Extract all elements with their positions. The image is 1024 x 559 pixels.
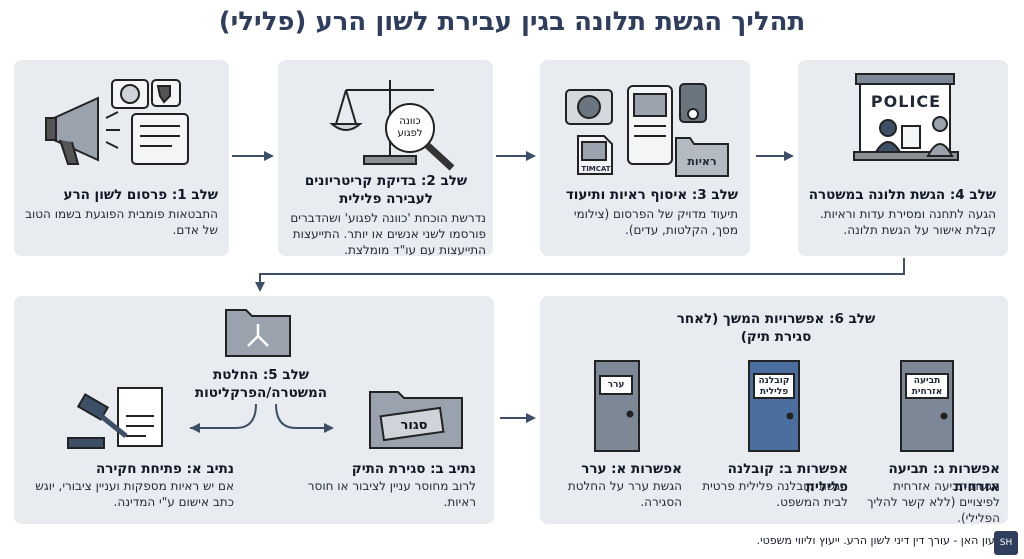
door-appeal-icon — [594, 360, 640, 452]
evidence-icon — [565, 83, 729, 177]
option-a-title: אפשרות א: ערר — [581, 461, 682, 477]
evidence-folder-label: ראיות — [687, 155, 717, 168]
path-a-description: אם יש ראיות מספקות ועניין ציבורי, יוגש כ… — [35, 479, 234, 509]
step-3-description: תיעוד מדויק של הפרסום (צילומי מסך, הקלטו… — [573, 207, 738, 237]
logo: SH — [994, 531, 1018, 555]
step-4-title: שלב 4: הגשת תלונה במשטרה — [808, 187, 996, 203]
door-civil-icon — [900, 360, 954, 452]
step-2-description: נדרשת הוכחת 'כוונה לפגוע' ושהדברים פורסמ… — [290, 211, 486, 257]
police-sign: POLICE — [870, 92, 942, 111]
path-b-title: נתיב ב: סגירת התיק — [351, 461, 476, 477]
step-4-description: הגעה לתחנה ומסירת עדות וראיות. קבלת אישו… — [819, 207, 996, 237]
footer-credit: שמעון האן - עורך דין דיני לשון הרע. ייעו… — [756, 534, 1010, 547]
megaphone-icon — [45, 79, 189, 165]
step-5-title: שלב 5: החלטת המשטרה/הפרקליטות — [194, 367, 328, 401]
decision-split-arrows — [190, 403, 332, 428]
door-complaint-label: קובלנה פלילית — [758, 376, 790, 397]
step-1-title: שלב 1: פרסום לשון הרע — [63, 187, 218, 203]
step-1-description: התבטאות פומבית הפוגעת בשמו הטוב של אדם. — [25, 207, 218, 237]
step-3-title: שלב 3: איסוף ראיות ותיעוד — [565, 187, 738, 203]
door-complaint-icon — [748, 360, 800, 452]
step-2-title: שלב 2: בדיקת קריטריונים לעבירה פלילית — [304, 173, 468, 207]
scales-icon — [329, 80, 455, 171]
intent-label: כוונה לפגוע — [397, 116, 423, 139]
police-station-icon — [853, 73, 959, 161]
option-c-title: אפשרות ג: תביעה אזרחית — [888, 461, 1000, 495]
option-b-title: אפשרות ב: קובלנה פלילית — [727, 461, 848, 495]
option-a-description: הגשת ערר על החלטת הסגירה. — [567, 479, 682, 509]
option-b-description: הגשת קובלנה פלילית פרטית לבית המשפט. — [702, 479, 848, 509]
path-b-description: לרוב מחוסר עניין לציבור או חוסר ראיות. — [307, 479, 476, 509]
path-a-title: נתיב א: פתיחת חקירה — [95, 461, 234, 477]
door-civil-label: תביעה אזרחית — [911, 376, 943, 397]
gavel-icon — [67, 387, 163, 449]
closed-folder-icon — [369, 391, 463, 449]
arrow-step4-to-step5 — [255, 258, 905, 292]
decision-folder-icon — [225, 309, 291, 357]
door-appeal-label: ערר — [607, 380, 625, 390]
option-c-description: הגשת תביעה אזרחית לפיצויים (ללא קשר להלי… — [867, 479, 1000, 525]
closed-stamp: סגור — [400, 418, 428, 433]
page-title: תהליך הגשת תלונה בגין עבירת לשון הרע (פל… — [218, 7, 806, 37]
document-label: TIMCAT — [581, 165, 611, 173]
step-6-title: שלב 6: אפשרויות המשך (לאחר סגירת תיק) — [676, 311, 876, 345]
